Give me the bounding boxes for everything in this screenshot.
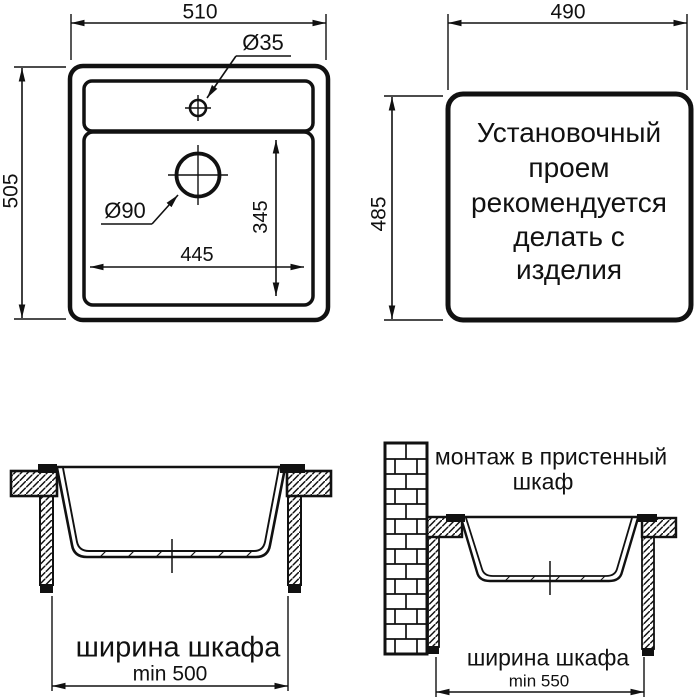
section2-cabinet-width-label: ширина шкафа (466, 644, 630, 671)
dim-label-485: 485 (367, 196, 391, 232)
countertop-right (285, 469, 333, 498)
cutout-note-line-4: делать с (513, 221, 625, 252)
cabinet-wall-left (427, 536, 440, 648)
drain-hole (168, 145, 228, 205)
sink-profile-outer (55, 467, 287, 559)
cross-section-wall-mount (383, 441, 678, 697)
install-cutout-view (384, 14, 694, 323)
wall-mount-title-line-2: шкаф (512, 468, 574, 495)
dim-label-345: 345 (250, 200, 272, 234)
dim-label-510: 510 (182, 0, 218, 24)
wall-mount-title-line-1: монтаж в пристенный (434, 443, 668, 470)
faucet-hole-dia-label: Ø35 (242, 30, 284, 55)
countertop-left (9, 469, 59, 498)
cutout-note-line-3: рекомендуется (471, 187, 667, 218)
cutout-note-line-2: проем (528, 152, 610, 183)
sink-top-view (14, 14, 331, 323)
sink-outer-rim (67, 63, 331, 323)
cross-section-standard (9, 464, 333, 691)
section1-min-width-label: min 500 (132, 662, 208, 686)
countertop-right (640, 516, 678, 539)
cutout-note-line-1: Установочный (476, 117, 662, 148)
brick-wall (383, 441, 429, 656)
cabinet-wall-right (287, 495, 302, 586)
section1-cabinet-width-label: ширина шкафа (75, 631, 281, 664)
sink-profile-inner (465, 517, 633, 577)
faucet-hole (185, 95, 211, 121)
cutout-rect (445, 91, 694, 323)
cutout-note-line-5: изделия (516, 254, 622, 285)
dim-label-445: 445 (180, 244, 214, 266)
section2-min-width-label: min 550 (508, 671, 570, 691)
dim-label-505: 505 (0, 173, 23, 209)
sink-bowl (82, 130, 315, 307)
dim-label-490: 490 (550, 0, 586, 24)
cabinet-wall-left (39, 495, 54, 586)
cabinet-wall-right (641, 536, 655, 650)
sink-profile-inner (62, 467, 280, 552)
drain-dia-label: Ø90 (104, 198, 146, 223)
